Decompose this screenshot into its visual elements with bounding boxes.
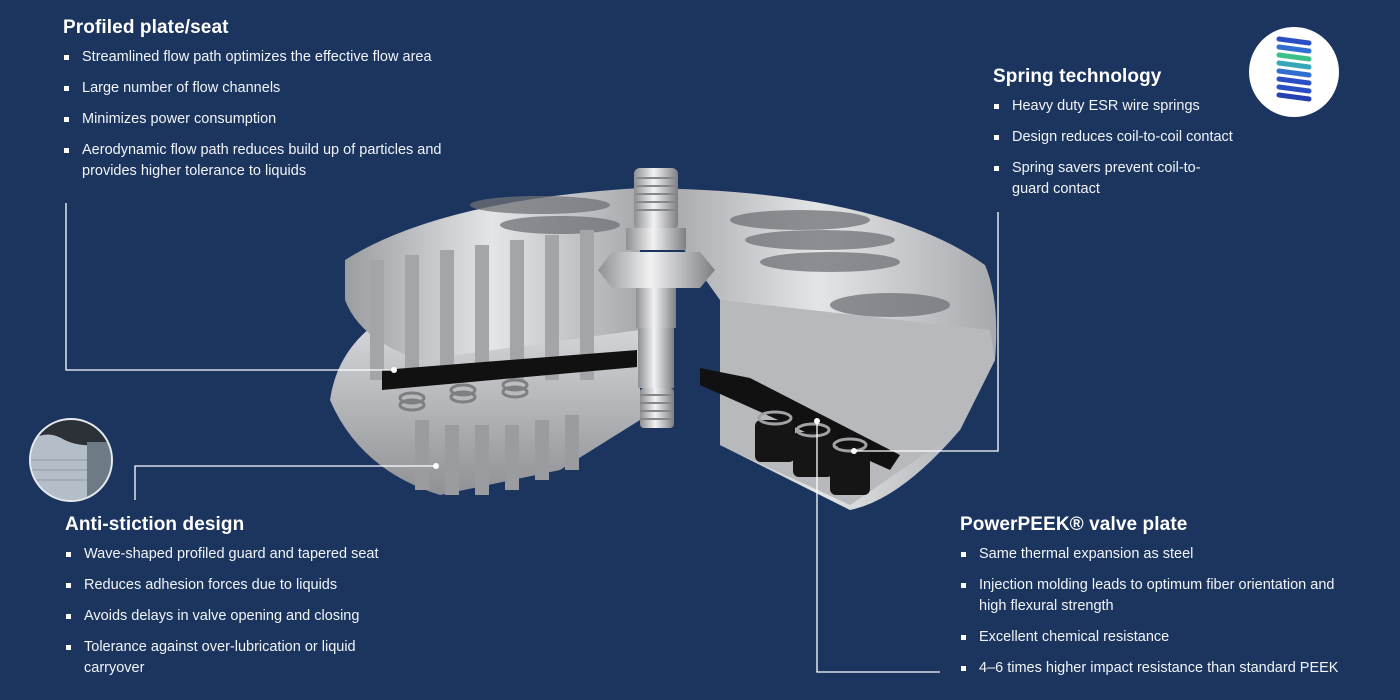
callout-dot-peek: [814, 418, 820, 424]
section-powerpeek-plate: PowerPEEK® valve plate Same thermal expa…: [960, 514, 1380, 689]
callout-dot-spring: [851, 448, 857, 454]
connector-spring: [854, 212, 999, 452]
bullet-item: Large number of flow channels: [63, 78, 493, 99]
section-anti-stiction: Anti-stiction design Wave-shaped profile…: [65, 514, 425, 689]
spring-fea-icon: [1249, 27, 1339, 117]
bullet-item: Aerodynamic flow path reduces build up o…: [63, 140, 452, 182]
connector-anti: [134, 465, 436, 500]
guard-closeup-icon: [29, 418, 113, 502]
callout-connectors: [65, 203, 999, 673]
connector-peek: [816, 421, 940, 673]
bullet-item: Reduces adhesion forces due to liquids: [65, 575, 425, 596]
bullet-item: Excellent chemical resistance: [960, 627, 1380, 648]
bullet-item: Heavy duty ESR wire springs: [993, 96, 1253, 117]
valve-body: [330, 188, 997, 510]
section-title: Anti-stiction design: [65, 514, 245, 535]
bullet-item: Tolerance against over-lubrication or li…: [65, 637, 394, 679]
callout-dot-anti: [433, 463, 439, 469]
bullet-item: Minimizes power consumption: [63, 109, 493, 130]
section-title: Profiled plate/seat: [63, 17, 229, 38]
center-bolt: [598, 168, 715, 428]
bullet-item: Streamlined flow path optimizes the effe…: [63, 47, 493, 68]
callout-dot-profiled: [391, 367, 397, 373]
bullet-item: Spring savers prevent coil-to-guard cont…: [993, 158, 1222, 200]
bullet-item: Avoids delays in valve opening and closi…: [65, 606, 425, 627]
bullet-item: Design reduces coil-to-coil contact: [993, 127, 1253, 148]
connector-profiled: [65, 203, 394, 371]
bullet-item: Injection molding leads to optimum fiber…: [960, 575, 1349, 617]
bullet-item: Same thermal expansion as steel: [960, 544, 1380, 565]
section-title: PowerPEEK® valve plate: [960, 514, 1188, 535]
section-profiled-plate: Profiled plate/seat Streamlined flow pat…: [63, 17, 493, 192]
bullet-item: 4–6 times higher impact resistance than …: [960, 658, 1380, 679]
bullet-item: Wave-shaped profiled guard and tapered s…: [65, 544, 425, 565]
section-title: Spring technology: [993, 66, 1162, 87]
section-spring-technology: Spring technology Heavy duty ESR wire sp…: [993, 66, 1253, 210]
